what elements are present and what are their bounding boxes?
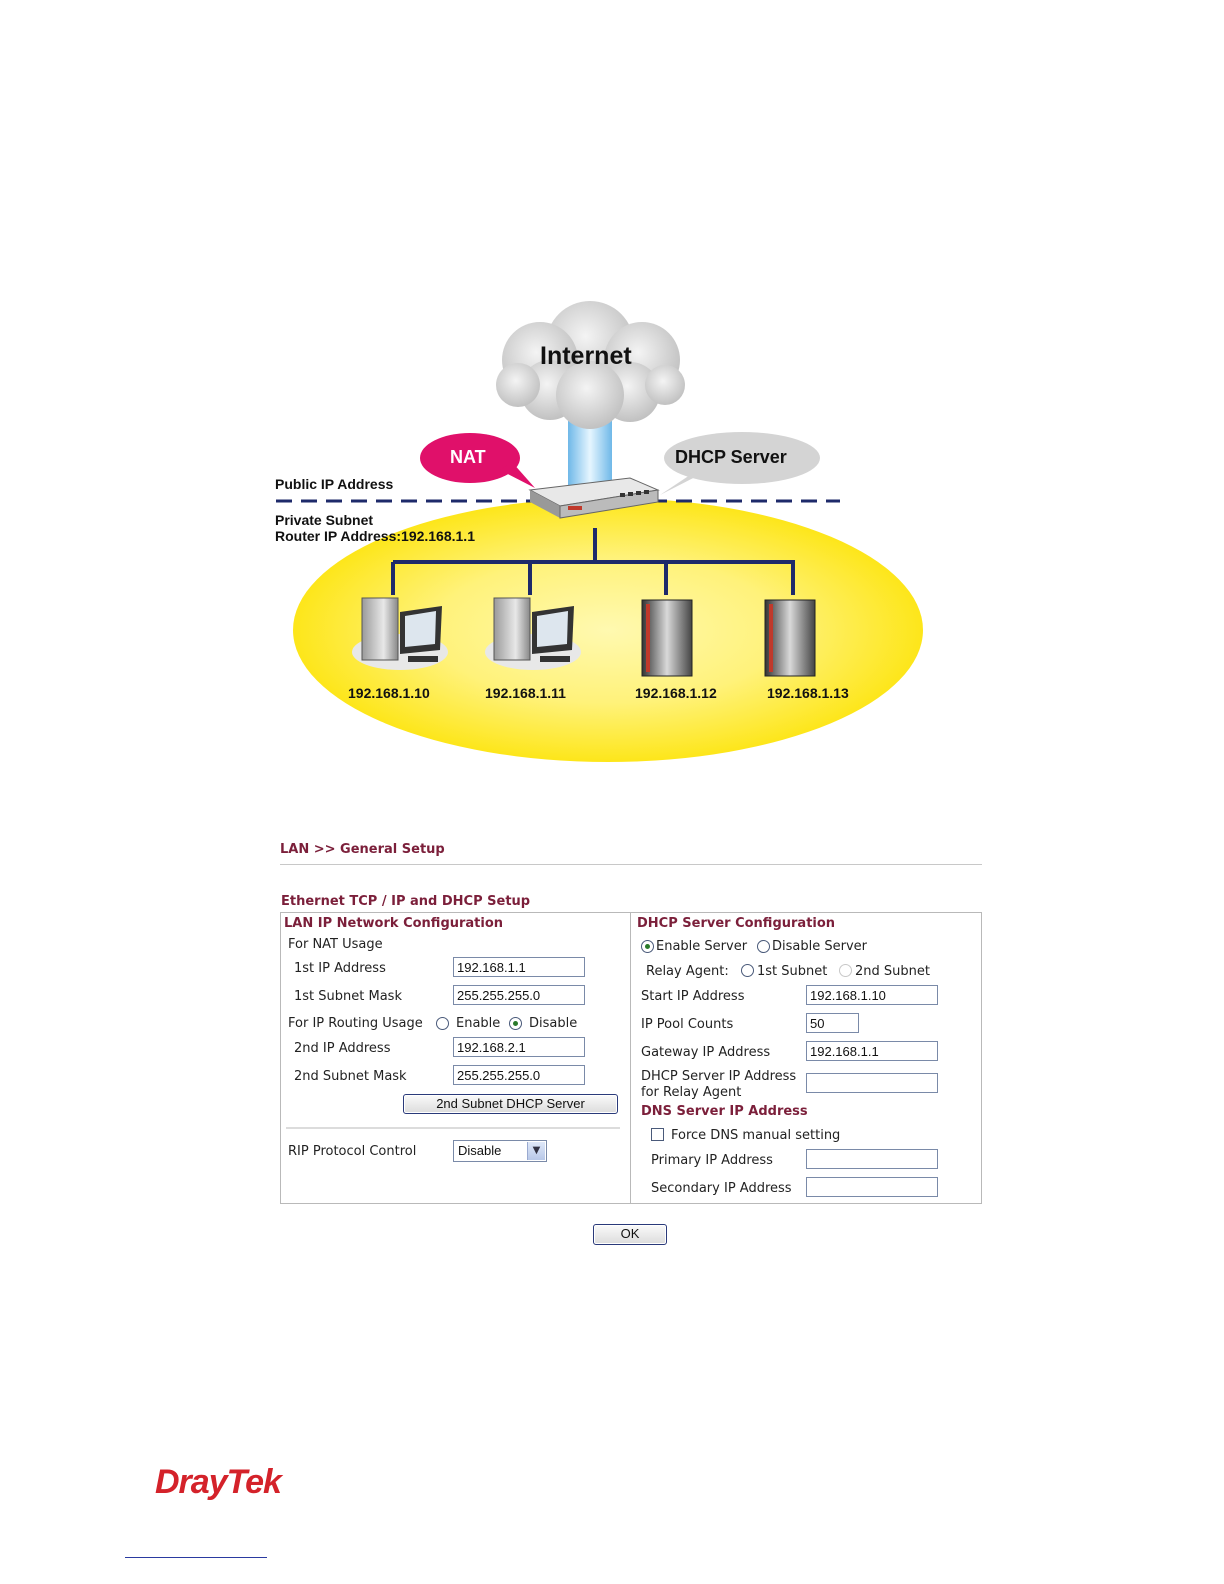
nat-usage-label: For NAT Usage xyxy=(288,937,383,952)
nat-bubble xyxy=(420,433,520,483)
secondary-dns-label: Secondary IP Address xyxy=(651,1181,792,1196)
computer-icon xyxy=(485,597,581,670)
routing-disable-label: Disable xyxy=(529,1016,578,1031)
router-icon xyxy=(528,477,660,519)
disable-server-label: Disable Server xyxy=(772,939,867,954)
primary-dns-label: Primary IP Address xyxy=(651,1153,773,1168)
dhcp-server-label: DHCP Server xyxy=(675,447,787,467)
force-dns-label: Force DNS manual setting xyxy=(671,1128,841,1143)
relay-first-radio[interactable] xyxy=(741,964,754,977)
second-subnet-dhcp-button[interactable]: 2nd Subnet DHCP Server xyxy=(403,1094,618,1114)
primary-dns-input[interactable] xyxy=(806,1149,938,1169)
pool-counts-label: IP Pool Counts xyxy=(641,1017,734,1032)
dhcp-bubble xyxy=(664,432,820,484)
network-diagram: Internet NAT DHCP Server Public IP Addre… xyxy=(250,290,930,770)
host-ip-label: 192.168.1.13 xyxy=(767,685,849,701)
setup-panel xyxy=(280,912,982,1204)
private-subnet-label: Private Subnet xyxy=(275,512,374,528)
nat-label: NAT xyxy=(450,447,486,467)
host-ip-label: 192.168.1.11 xyxy=(485,685,566,701)
footer-line xyxy=(125,1557,267,1558)
enable-server-label: Enable Server xyxy=(656,939,748,954)
rip-select[interactable]: Disable ▼ xyxy=(453,1140,547,1162)
routing-disable-radio[interactable] xyxy=(509,1017,522,1030)
ip2-input[interactable]: 192.168.2.1 xyxy=(453,1037,585,1057)
section-title: Ethernet TCP / IP and DHCP Setup xyxy=(281,894,531,909)
dns-title: DNS Server IP Address xyxy=(641,1104,808,1119)
server-icon xyxy=(764,599,816,677)
network-diagram-art xyxy=(276,301,923,762)
routing-enable-label: Enable xyxy=(456,1016,501,1031)
host-ip-label: 192.168.1.12 xyxy=(635,685,717,701)
internet-cloud xyxy=(496,301,685,429)
gateway-label: Gateway IP Address xyxy=(641,1045,771,1060)
relay-ip-label: DHCP Server IP Address xyxy=(641,1069,797,1084)
panel-divider xyxy=(630,913,631,1203)
mask1-input[interactable]: 255.255.255.0 xyxy=(453,985,585,1005)
dhcp-config-title: DHCP Server Configuration xyxy=(637,916,836,931)
mask1-label: 1st Subnet Mask xyxy=(294,989,402,1004)
routing-enable-radio[interactable] xyxy=(436,1017,449,1030)
router-ip-label: Router IP Address:192.168.1.1 xyxy=(275,528,475,544)
pool-counts-input[interactable]: 50 xyxy=(806,1013,859,1033)
ok-button[interactable]: OK xyxy=(593,1224,667,1245)
internet-label: Internet xyxy=(540,342,632,370)
mask2-input[interactable]: 255.255.255.0 xyxy=(453,1065,585,1085)
secondary-dns-input[interactable] xyxy=(806,1177,938,1197)
lan-config-title: LAN IP Network Configuration xyxy=(284,916,504,931)
relay-first-label: 1st Subnet xyxy=(757,964,828,979)
public-ip-label: Public IP Address xyxy=(275,476,394,492)
rip-divider xyxy=(286,1127,620,1129)
rip-select-value: Disable xyxy=(458,1143,502,1158)
ip1-input[interactable]: 192.168.1.1 xyxy=(453,957,585,977)
routing-usage-label: For IP Routing Usage xyxy=(288,1016,423,1031)
relay-second-radio[interactable] xyxy=(839,964,852,977)
chevron-down-icon[interactable]: ▼ xyxy=(527,1142,545,1160)
server-icon xyxy=(641,599,693,677)
start-ip-label: Start IP Address xyxy=(641,989,745,1004)
relay-ip-input[interactable] xyxy=(806,1073,938,1093)
ip2-label: 2nd IP Address xyxy=(294,1041,391,1056)
mask2-label: 2nd Subnet Mask xyxy=(294,1069,407,1084)
enable-server-radio[interactable] xyxy=(641,940,654,953)
force-dns-checkbox[interactable] xyxy=(651,1128,664,1141)
gateway-input[interactable]: 192.168.1.1 xyxy=(806,1041,938,1061)
relay-agent-label: Relay Agent: xyxy=(646,964,729,979)
header-divider xyxy=(280,864,982,865)
start-ip-input[interactable]: 192.168.1.10 xyxy=(806,985,938,1005)
relay-ip-label-2: for Relay Agent xyxy=(641,1085,742,1100)
disable-server-radio[interactable] xyxy=(757,940,770,953)
relay-second-label: 2nd Subnet xyxy=(855,964,930,979)
breadcrumb: LAN >> General Setup xyxy=(280,842,445,857)
ip1-label: 1st IP Address xyxy=(294,961,386,976)
draytek-logo: DrayTek xyxy=(155,1463,282,1501)
rip-label: RIP Protocol Control xyxy=(288,1144,417,1159)
computer-icon xyxy=(352,597,448,670)
host-ip-label: 192.168.1.10 xyxy=(348,685,430,701)
